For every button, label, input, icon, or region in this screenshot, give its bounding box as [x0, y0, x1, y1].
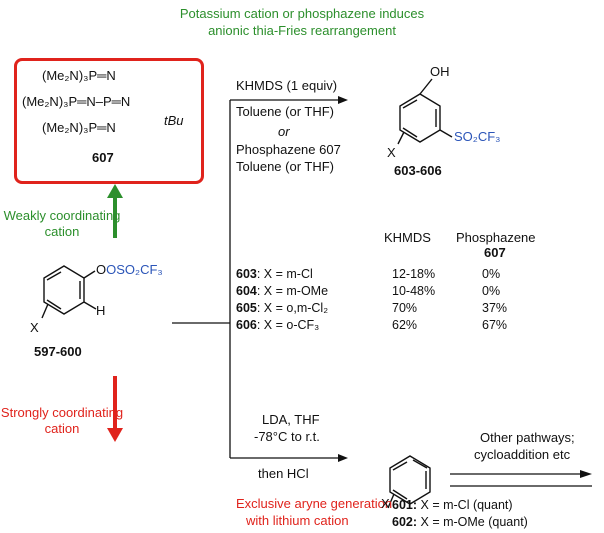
aryne-note-2: with lithium cation	[246, 513, 349, 528]
phosphazene-line-2: (Me₂N)₃P═N–P═N	[22, 94, 131, 109]
starting-label: 597-600	[34, 344, 82, 359]
table-row: 605: X = o,m-Cl₂	[236, 301, 329, 315]
aryne-product-1: 601: X = m-Cl (quant)	[392, 498, 513, 512]
table-col-607: 607	[484, 245, 506, 260]
top-cond-2: Toluene (or THF)	[236, 104, 335, 119]
table-cell-phos: 0%	[482, 267, 501, 281]
top-or: or	[278, 124, 290, 139]
product-label: 603-606	[394, 163, 442, 178]
phosphazene-tbu: tBu	[164, 113, 184, 128]
table-cell-phos: 67%	[482, 318, 508, 332]
starting-h: H	[96, 303, 106, 318]
starting-substituent: OOSO₂CF₃	[96, 262, 163, 277]
other-line-1: Other pathways;	[480, 430, 575, 445]
header-line-2: anionic thia-Fries rearrangement	[208, 23, 396, 38]
table-col-khmds: KHMDS	[384, 230, 431, 245]
strong-arrow-head	[107, 428, 123, 442]
bottom-cond-3: then HCl	[258, 466, 309, 481]
bottom-cond-1: LDA, THF	[262, 412, 320, 427]
weak-line-1: Weakly coordinating	[3, 208, 121, 223]
top-cond-4: Toluene (or THF)	[236, 159, 335, 174]
phosphazene-label: 607	[92, 150, 114, 165]
aryne-product-2: 602: X = m-OMe (quant)	[392, 515, 528, 529]
weak-arrow-head	[107, 184, 123, 198]
aryne-ring	[387, 455, 431, 509]
table-row: 604: X = m-OMe	[236, 284, 329, 298]
table-col-phosphazene: Phosphazene	[456, 230, 536, 245]
bottom-cond-2: -78°C to r.t.	[254, 429, 320, 444]
table-row: 606: X = o-CF₃	[236, 318, 320, 332]
starting-ring	[41, 265, 97, 319]
table-cell-phos: 37%	[482, 301, 508, 315]
top-cond-3: Phosphazene 607	[236, 142, 341, 157]
strong-line-1: Strongly coordinating	[0, 405, 124, 420]
header-line-1: Potassium cation or phosphazene induces	[179, 6, 425, 21]
other-line-2: cycloaddition etc	[474, 447, 571, 462]
product-ring	[397, 78, 453, 145]
starting-x: X	[30, 320, 39, 335]
table-cell-khmds: 10-48%	[392, 284, 436, 298]
phosphazene-line-3: (Me₂N)₃P═N	[42, 120, 116, 135]
table-row: 603: X = m-Cl	[236, 267, 313, 281]
table-cell-phos: 0%	[482, 284, 501, 298]
strong-line-2: cation	[44, 421, 80, 436]
top-cond-1: KHMDS (1 equiv)	[236, 78, 338, 93]
phosphazene-line-1: (Me₂N)₃P═N	[42, 68, 116, 83]
product-x: X	[387, 145, 396, 160]
product-so2cf3: SO₂CF₃	[454, 129, 501, 144]
aryne-x: X	[381, 496, 390, 511]
weak-line-2: cation	[44, 224, 80, 239]
aryne-note-1: Exclusive aryne generation	[236, 496, 393, 511]
table-cell-khmds: 62%	[392, 318, 418, 332]
product-oh: OH	[430, 64, 450, 79]
table-cell-khmds: 70%	[392, 301, 418, 315]
table-cell-khmds: 12-18%	[392, 267, 436, 281]
phosphazene-box	[14, 58, 204, 184]
